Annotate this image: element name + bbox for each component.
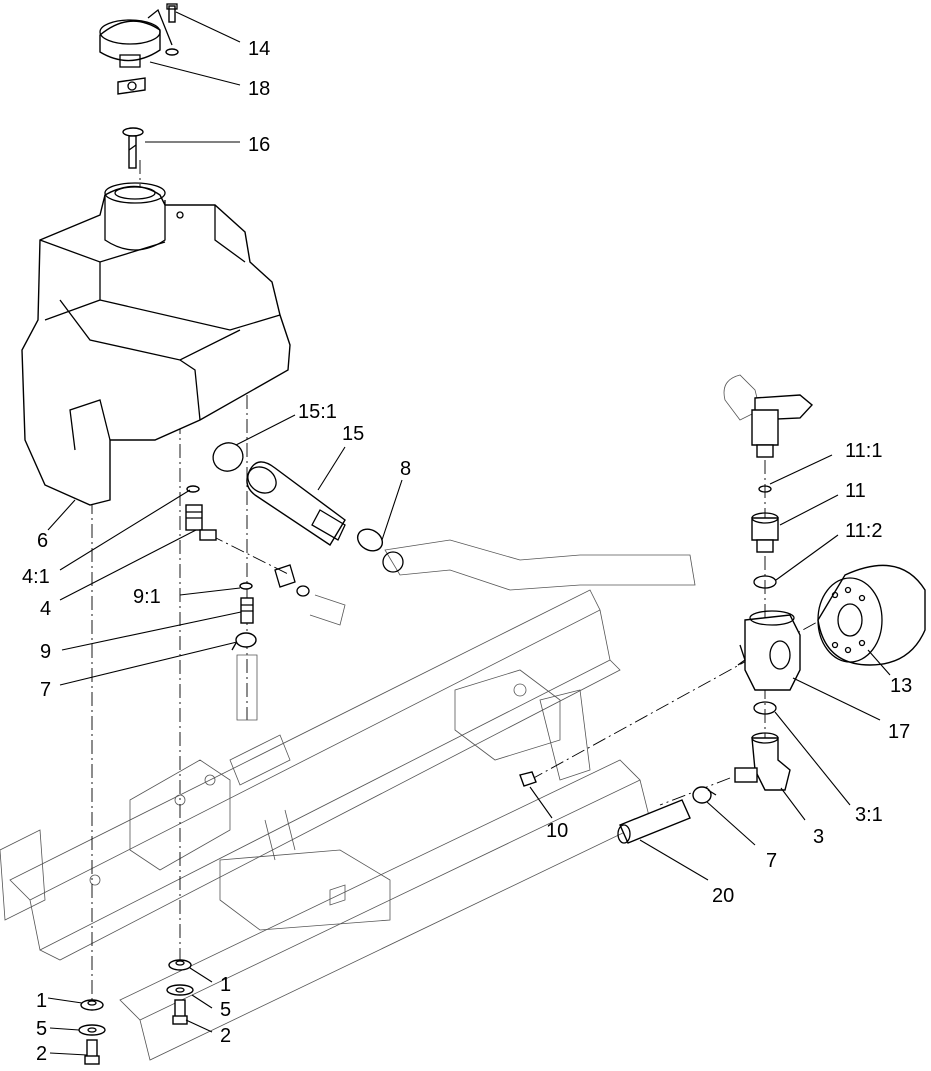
callout-1b: 1 (220, 974, 231, 996)
hose-fittings (274, 564, 346, 626)
callout-15: 15 (342, 423, 364, 445)
callout-8: 8 (400, 458, 411, 480)
callout-1a: 1 (36, 990, 47, 1012)
bolt-2a (84, 1039, 100, 1065)
callout-5b: 5 (220, 999, 231, 1021)
o-ring-11-2 (753, 575, 777, 589)
washer-5b (166, 984, 194, 996)
o-ring-3-1 (753, 701, 777, 715)
washer-5a (78, 1024, 106, 1036)
filter-cartridge-13 (817, 564, 926, 666)
elbow-fitting-4 (185, 485, 217, 541)
hydraulic-hose-fitting (723, 374, 814, 458)
callout-11-2: 11:2 (845, 520, 882, 542)
bolt-2b (172, 999, 188, 1025)
callout-7a: 7 (40, 679, 51, 701)
o-ring-11-1 (758, 485, 772, 493)
hose-clamp-7b (692, 786, 717, 804)
callout-11: 11 (845, 480, 866, 502)
callout-10: 10 (546, 820, 568, 842)
callout-labels: 14 18 16 15:1 15 8 6 4:1 4 9:1 9 7 11:1 … (22, 38, 912, 1065)
fitting-9 (239, 582, 254, 624)
fuel-gauge-sender (122, 127, 144, 169)
callout-3-1: 3:1 (855, 804, 883, 826)
callout-11-1: 11:1 (845, 440, 882, 462)
grommet-1a (80, 999, 104, 1011)
fuel-tank (21, 182, 291, 506)
callout-17: 17 (888, 721, 910, 743)
callout-9-1: 9:1 (133, 586, 161, 608)
fuel-hose (382, 539, 696, 591)
callout-16: 16 (248, 134, 270, 156)
retainer-clip (117, 77, 146, 95)
callout-5a: 5 (36, 1018, 47, 1040)
hose-clamp-8 (356, 528, 384, 552)
callout-4: 4 (40, 598, 51, 620)
screw-14 (165, 3, 179, 56)
hose-20 (617, 799, 691, 844)
filter-head-17 (737, 610, 801, 691)
callout-2b: 2 (220, 1025, 231, 1047)
elbow-fitting-3 (734, 732, 791, 791)
callout-13: 13 (890, 675, 912, 697)
hose-clamp-7a (231, 632, 257, 651)
frame-rails (0, 589, 651, 1061)
bolt-10 (519, 771, 537, 787)
adapter-11 (751, 512, 779, 553)
fuel-filter-15 (246, 461, 346, 546)
grommet-1b (168, 959, 192, 971)
callout-7b: 7 (766, 850, 777, 872)
fuel-cap (99, 8, 173, 68)
callout-15-1: 15:1 (298, 401, 337, 423)
callout-6: 6 (37, 530, 48, 552)
callout-3: 3 (813, 826, 824, 848)
callout-9: 9 (40, 641, 51, 663)
callout-4-1: 4:1 (22, 566, 50, 588)
callout-2a: 2 (36, 1043, 47, 1065)
callout-18: 18 (248, 78, 270, 100)
leader-lines (47, 11, 891, 1056)
callout-20: 20 (712, 885, 734, 907)
hose-segment (236, 654, 258, 721)
callout-14: 14 (248, 38, 270, 60)
o-ring-15-1 (212, 442, 244, 472)
